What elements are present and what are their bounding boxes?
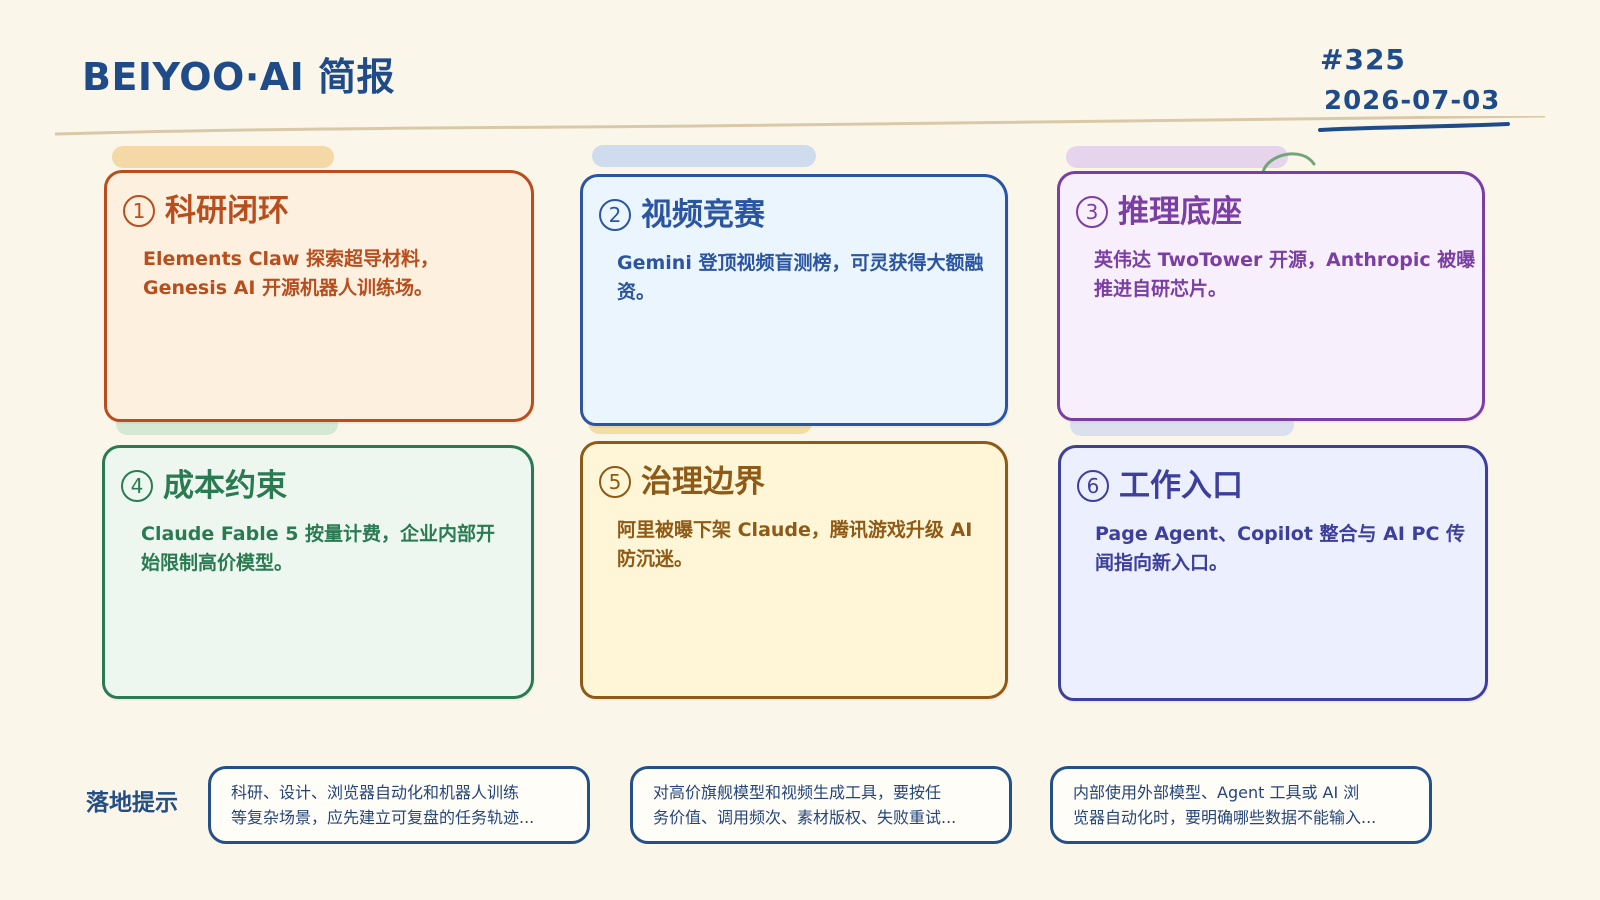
card-title: 视频竞赛 xyxy=(641,196,765,233)
card-title-row: 1 科研闭环 xyxy=(123,195,289,227)
tip-box-3: 内部使用外部模型、Agent 工具或 AI 浏 览器自动化时，要明确哪些数据不能… xyxy=(1050,766,1432,844)
tip-text: 内部使用外部模型、Agent 工具或 AI 浏 览器自动化时，要明确哪些数据不能… xyxy=(1073,783,1377,827)
date-underline xyxy=(1318,122,1510,132)
card-summary: Elements Claw 探索超导材料，Genesis AI 开源机器人训练场… xyxy=(143,248,440,300)
card-title: 科研闭环 xyxy=(165,192,289,229)
card-title-row: 6 工作入口 xyxy=(1077,470,1243,502)
card-title-row: 2 视频竞赛 xyxy=(599,199,765,231)
card-number-badge: 1 xyxy=(123,195,155,227)
card-number-badge: 4 xyxy=(121,470,153,502)
card-number-badge: 6 xyxy=(1077,470,1109,502)
card-number-badge: 3 xyxy=(1076,196,1108,228)
tip-text: 科研、设计、浏览器自动化和机器人训练 等复杂场景，应先建立可复盘的任务轨迹... xyxy=(231,783,535,827)
tape-card-3 xyxy=(1066,146,1288,168)
card-title: 推理底座 xyxy=(1118,193,1242,230)
card-summary: 阿里被曝下架 Claude，腾讯游戏升级 AI 防沉迷。 xyxy=(617,519,973,571)
tape-card-1 xyxy=(112,146,334,168)
card-cost-constraint: 4 成本约束 Claude Fable 5 按量计费，企业内部开始限制高价模型。 xyxy=(102,445,534,699)
tip-box-2: 对高价旗舰模型和视频生成工具，要按任 务价值、调用频次、素材版权、失败重试... xyxy=(630,766,1012,844)
header-divider xyxy=(55,116,1545,136)
tape-card-2 xyxy=(592,145,816,167)
card-inference-foundation: 3 推理底座 英伟达 TwoTower 开源，Anthropic 被曝推进自研芯… xyxy=(1057,171,1485,421)
card-summary: Gemini 登顶视频盲测榜，可灵获得大额融资。 xyxy=(617,252,984,304)
issue-date: 2026-07-03 xyxy=(1324,86,1501,116)
tip-box-1: 科研、设计、浏览器自动化和机器人训练 等复杂场景，应先建立可复盘的任务轨迹... xyxy=(208,766,590,844)
card-number-badge: 5 xyxy=(599,466,631,498)
card-number-badge: 2 xyxy=(599,199,631,231)
card-summary: Claude Fable 5 按量计费，企业内部开始限制高价模型。 xyxy=(141,523,496,575)
brand-title: BEIYOO·AI 简报 xyxy=(82,55,396,99)
card-summary: 英伟达 TwoTower 开源，Anthropic 被曝推进自研芯片。 xyxy=(1094,249,1476,301)
tip-text: 对高价旗舰模型和视频生成工具，要按任 务价值、调用频次、素材版权、失败重试... xyxy=(653,783,957,827)
card-work-entry: 6 工作入口 Page Agent、Copilot 整合与 AI PC 传闻指向… xyxy=(1058,445,1488,701)
card-video-competition: 2 视频竞赛 Gemini 登顶视频盲测榜，可灵获得大额融资。 xyxy=(580,174,1008,426)
card-title: 治理边界 xyxy=(641,463,765,500)
card-title-row: 3 推理底座 xyxy=(1076,196,1242,228)
card-title: 工作入口 xyxy=(1119,467,1243,504)
card-title-row: 4 成本约束 xyxy=(121,470,287,502)
card-summary: Page Agent、Copilot 整合与 AI PC 传闻指向新入口。 xyxy=(1095,523,1465,575)
card-title: 成本约束 xyxy=(163,467,287,504)
card-governance-boundary: 5 治理边界 阿里被曝下架 Claude，腾讯游戏升级 AI 防沉迷。 xyxy=(580,441,1008,699)
card-research-loop: 1 科研闭环 Elements Claw 探索超导材料，Genesis AI 开… xyxy=(104,170,534,422)
issue-number: #325 xyxy=(1320,43,1406,76)
card-title-row: 5 治理边界 xyxy=(599,466,765,498)
footer-label: 落地提示 xyxy=(86,790,178,816)
